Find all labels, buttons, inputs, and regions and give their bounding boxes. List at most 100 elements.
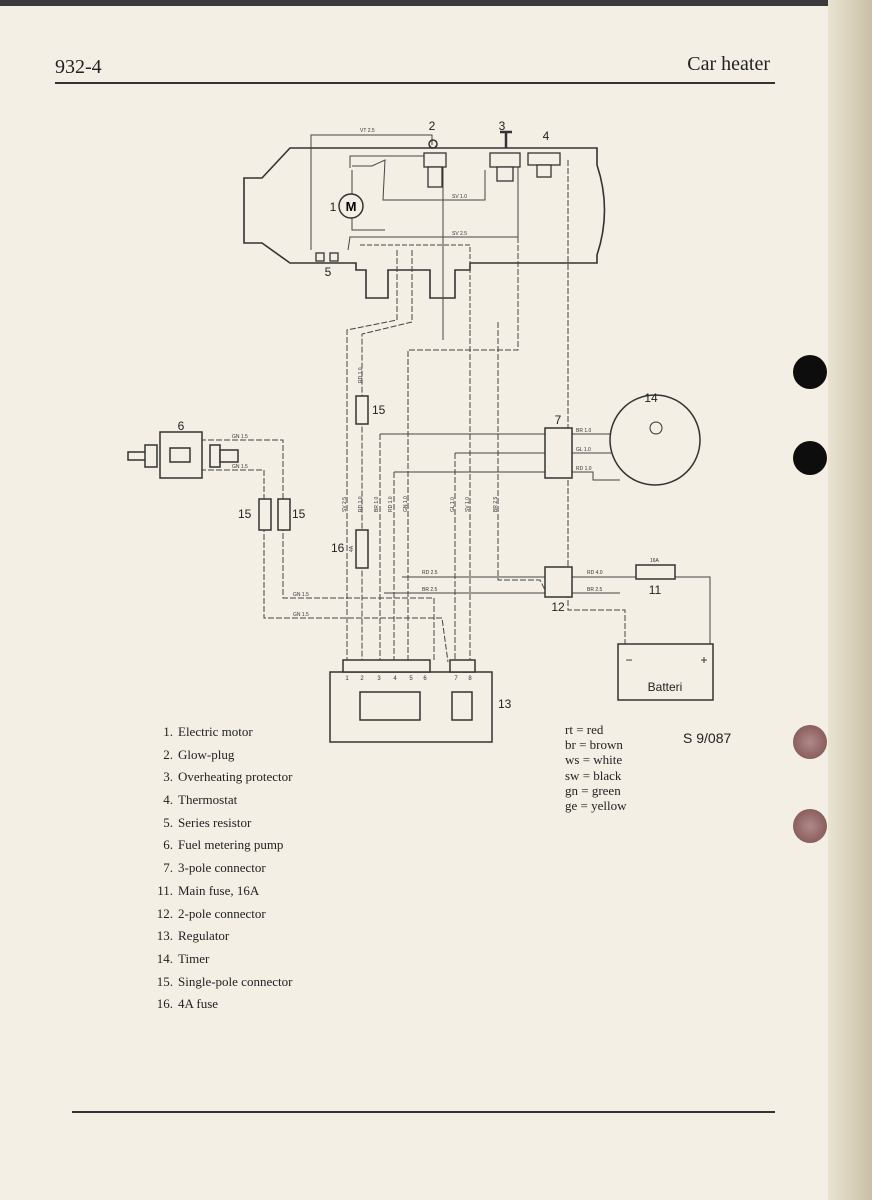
diagram-shape	[423, 152, 447, 168]
diagram-label: 15	[238, 507, 252, 521]
diagram-shape	[349, 155, 444, 340]
diagram-label: 15	[292, 507, 306, 521]
legend-item: 14.Timer	[156, 950, 210, 966]
wires	[200, 134, 711, 663]
diagram-shape	[360, 244, 471, 330]
diagram-label: BR 2.5	[422, 587, 438, 593]
diagram-label: 5	[325, 265, 332, 279]
legend-item: 4.Thermostat	[163, 792, 238, 808]
diagram-shape	[346, 250, 398, 662]
punch-hole	[793, 725, 827, 759]
diagram-label: 16	[331, 541, 345, 555]
diagram-shape	[315, 152, 561, 262]
legend-item: 11.Main fuse, 16A	[157, 882, 260, 898]
diagram-label: SV 2.5	[342, 497, 348, 512]
diagram-shape: VT 2.5 SV 1.0 SV 2.5 GN 1.5 GN 1.5 GN 1.…	[232, 128, 660, 618]
legend-item: 16.4A fuse	[156, 996, 219, 1012]
diagram-label: −	[625, 653, 632, 667]
diagram-label: 4	[543, 129, 550, 143]
diagram-label: 2	[429, 119, 436, 133]
punch-hole	[793, 809, 827, 843]
diagram-label: SV 1.0	[465, 497, 471, 512]
diagram-label: 13	[498, 697, 512, 711]
diagram-shape	[352, 159, 486, 201]
battery	[617, 643, 714, 701]
diagram-shape	[428, 139, 438, 149]
footer-rule	[72, 1111, 775, 1113]
diagram-shape	[243, 147, 606, 299]
diagram-label: BR 1.0	[374, 496, 380, 512]
color-code-legend: rt = red br = brown ws = white sw = blac…	[565, 722, 627, 814]
diagram-label: +	[700, 653, 707, 667]
diagram-shape	[200, 469, 449, 663]
diagram-label: 5	[409, 676, 413, 682]
diagram-shape	[572, 471, 620, 481]
diagram-shape	[169, 447, 191, 463]
diagram-shape	[427, 166, 443, 188]
diagram-label: 3	[499, 119, 506, 133]
diagram-label: 4	[393, 676, 397, 682]
diagram-label: GN 1.0	[403, 496, 409, 512]
diagram-label: 3	[377, 676, 381, 682]
heater-outline	[243, 147, 606, 299]
diagram-label: GN 1.5	[293, 592, 309, 598]
diagram-shape: 2 3 4 1 5 6 7 14 15 15 15 16 12 11 13 Ba…	[178, 119, 708, 711]
page-title: Car heater	[687, 53, 770, 75]
diagram-label: 1	[330, 200, 337, 214]
diagram-label: 8	[468, 676, 472, 682]
diagram-shape	[361, 250, 413, 662]
diagram-label: 12	[551, 600, 565, 614]
diagram-shape	[219, 449, 239, 463]
diagram-shape	[449, 659, 476, 673]
diagram-label: GN 1.5	[293, 612, 309, 618]
diagram-shape	[329, 252, 339, 262]
regulator-pin-labels: 1 2 3 4 5 6 7 8	[345, 676, 472, 682]
diagram-shape	[315, 252, 325, 262]
diagram-label: RD 1.0	[358, 496, 364, 512]
diagram-shape	[359, 691, 421, 721]
page-curl-shadow	[828, 0, 872, 1200]
diagram-label: BR 2.5	[493, 496, 499, 512]
diagram-label: BR 1.0	[576, 428, 592, 434]
legend-item: 2.Glow-plug	[163, 746, 235, 762]
diagram-label: RD 1.0	[388, 496, 394, 512]
legend-item: 3.Overheating protector	[163, 769, 293, 785]
single-pole-connector	[277, 498, 291, 531]
header-rule	[55, 82, 775, 84]
diagram-shape	[451, 691, 473, 721]
diagram-label: 1	[345, 676, 349, 682]
diagram-label: 2	[360, 676, 364, 682]
diagram-shape	[675, 576, 711, 645]
legend-item: 12.2-pole connector	[156, 905, 266, 921]
diagram-label: 15	[372, 403, 386, 417]
diagram-label: 7	[454, 676, 458, 682]
diagram-shape	[351, 170, 385, 231]
diagram-label: RD 4.0	[587, 570, 603, 576]
legend-item: 15.Single-pole connector	[156, 973, 293, 989]
punch-hole	[793, 355, 827, 389]
diagram-shape	[258, 394, 714, 743]
2-pole-connector	[544, 566, 573, 598]
diagram-shape	[200, 439, 435, 662]
diagram-label: 11	[649, 583, 662, 597]
legend-item: 6.Fuel metering pump	[163, 837, 284, 853]
single-pole-connector	[355, 395, 369, 425]
diagram-label: GL 1.0	[576, 447, 591, 453]
diagram-shape	[347, 160, 519, 251]
page-number: 932-4	[55, 56, 102, 78]
fuse-4a	[355, 529, 369, 569]
diagram-reference: S 9/087	[683, 730, 732, 746]
diagram-label: 6	[178, 419, 185, 433]
diagram-shape	[536, 164, 552, 178]
diagram-shape	[310, 134, 433, 250]
diagram-shape	[342, 659, 431, 673]
diagram-label: RD 2.5	[422, 570, 438, 576]
diagram-label: RD 1.0	[576, 466, 592, 472]
diagram-label: VT 2.5	[360, 128, 375, 134]
timer	[609, 394, 701, 486]
3-pole-connector	[544, 427, 573, 479]
diagram-shape	[338, 193, 364, 219]
electric-motor: M	[338, 193, 364, 219]
diagram-shape	[489, 152, 521, 168]
